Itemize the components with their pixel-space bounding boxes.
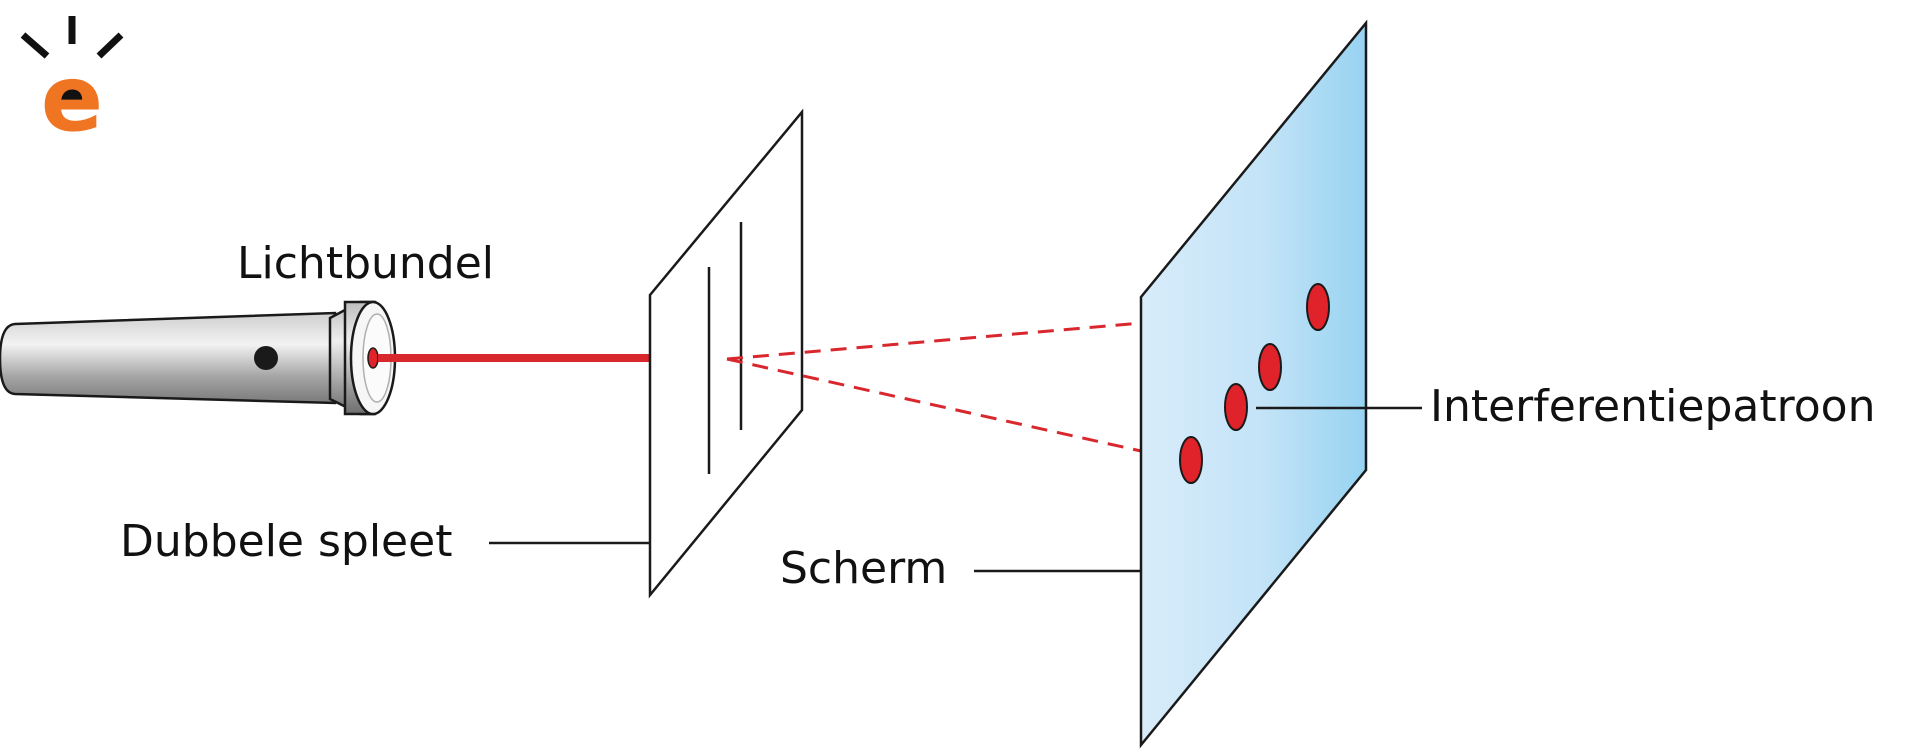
- double-slit-plate: [648, 108, 804, 599]
- interference-spot: [1224, 383, 1248, 431]
- logo-icon: e: [20, 16, 124, 152]
- logo-letter: e: [41, 45, 103, 152]
- logo-dot: [50, 82, 94, 104]
- flashlight-icon: [0, 300, 397, 416]
- label-screen: Scherm: [780, 543, 948, 594]
- interference-spot: [1179, 436, 1203, 484]
- interference-spot: [1258, 343, 1282, 391]
- flashlight-body: [0, 311, 337, 405]
- label-light-beam: Lichtbundel: [237, 238, 494, 289]
- label-double-slit: Dubbele spleet: [120, 516, 453, 567]
- flashlight-button: [254, 346, 278, 370]
- logo-ray-left: [20, 32, 50, 59]
- label-interference-pattern: Interferentiepatroon: [1430, 381, 1876, 432]
- flashlight-bulb: [367, 347, 379, 369]
- diffracted-ray-lower: [726, 357, 1142, 453]
- diffracted-ray-upper: [726, 321, 1142, 361]
- interference-spot: [1306, 283, 1330, 331]
- logo-ray-right: [96, 32, 124, 59]
- screen: [1139, 19, 1368, 749]
